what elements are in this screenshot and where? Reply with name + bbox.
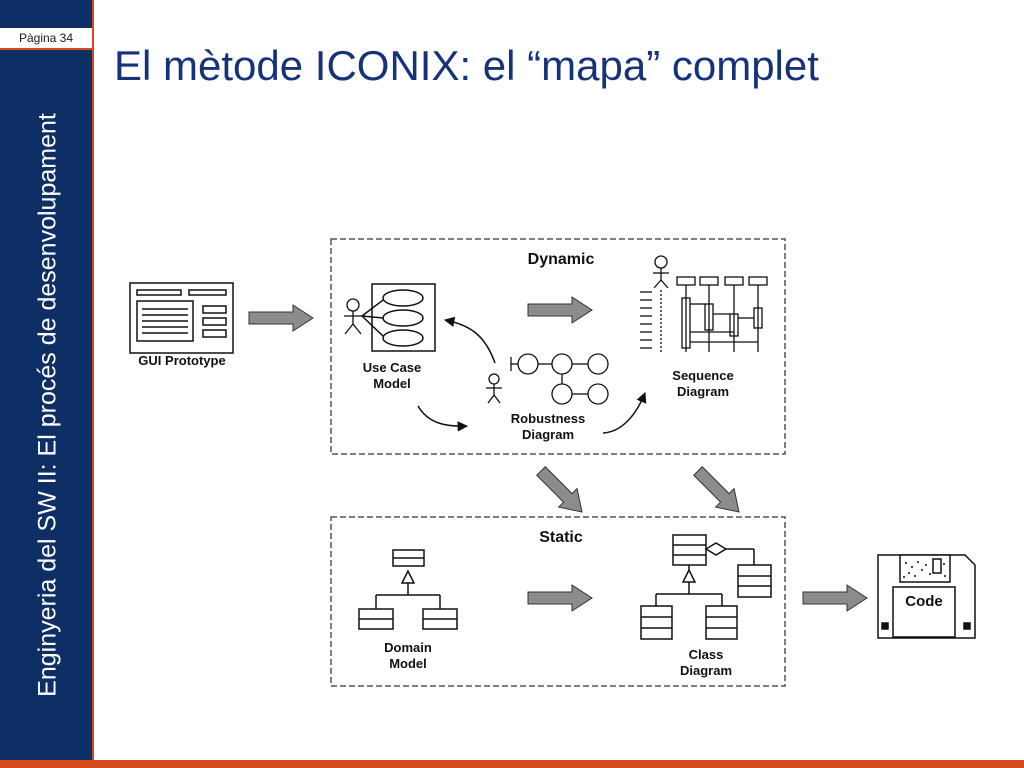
flow-arrow-usecase-to-robustness xyxy=(417,405,469,432)
flow-arrow-robustness-to-usecase xyxy=(443,316,496,364)
dynamic-label: Dynamic xyxy=(528,251,595,268)
robustness-label-line2: Diagram xyxy=(522,427,574,442)
flow-arrow-robustness-to-sequence xyxy=(602,392,647,434)
class-diagram-label-line2: Diagram xyxy=(680,663,732,678)
domain-model-icon xyxy=(358,549,458,630)
vertical-course-title: Enginyeria del SW II: El procés de desen… xyxy=(33,113,62,697)
block-arrow-class-to-code xyxy=(802,584,868,612)
sidebar-divider xyxy=(92,0,94,768)
block-arrow-domain-to-class xyxy=(527,584,593,612)
gui-prototype-label: GUI Prototype xyxy=(138,353,225,368)
block-arrow-dynamic-to-domain xyxy=(536,466,583,513)
robustness-label-line1: Robustness xyxy=(511,411,585,426)
floppy-disk-icon xyxy=(877,554,976,639)
robustness-icon xyxy=(486,353,609,405)
block-arrow-gui-to-usecase xyxy=(248,304,314,332)
static-label: Static xyxy=(539,529,583,546)
page-number: Pàgina 34 xyxy=(0,28,92,50)
sequence-label-line2: Diagram xyxy=(677,384,729,399)
block-arrow-sequence-to-class xyxy=(693,466,740,513)
bottom-accent-bar xyxy=(0,760,1024,768)
dynamic-box xyxy=(330,238,786,455)
sequence-icon xyxy=(640,255,768,352)
iconix-map-diagram: Dynamic Static GUI Prototype Use Case Mo… xyxy=(129,238,976,687)
slide-title: El mètode ICONIX: el “mapa” complet xyxy=(114,42,819,89)
block-arrow-usecase-to-sequence xyxy=(527,296,593,324)
domain-model-label-line2: Model xyxy=(389,656,427,671)
sidebar xyxy=(0,0,92,768)
use-case-label-line1: Use Case xyxy=(363,360,422,375)
use-case-icon xyxy=(361,283,436,352)
use-case-label-line2: Model xyxy=(373,376,411,391)
class-diagram-icon xyxy=(640,534,772,640)
actor-icon xyxy=(344,298,362,335)
code-label: Code xyxy=(905,593,943,610)
static-box xyxy=(330,516,786,687)
gui-prototype-icon xyxy=(129,282,234,354)
class-diagram-label-line1: Class xyxy=(689,647,724,662)
domain-model-label-line1: Domain xyxy=(384,640,432,655)
sequence-label-line1: Sequence xyxy=(672,368,733,383)
